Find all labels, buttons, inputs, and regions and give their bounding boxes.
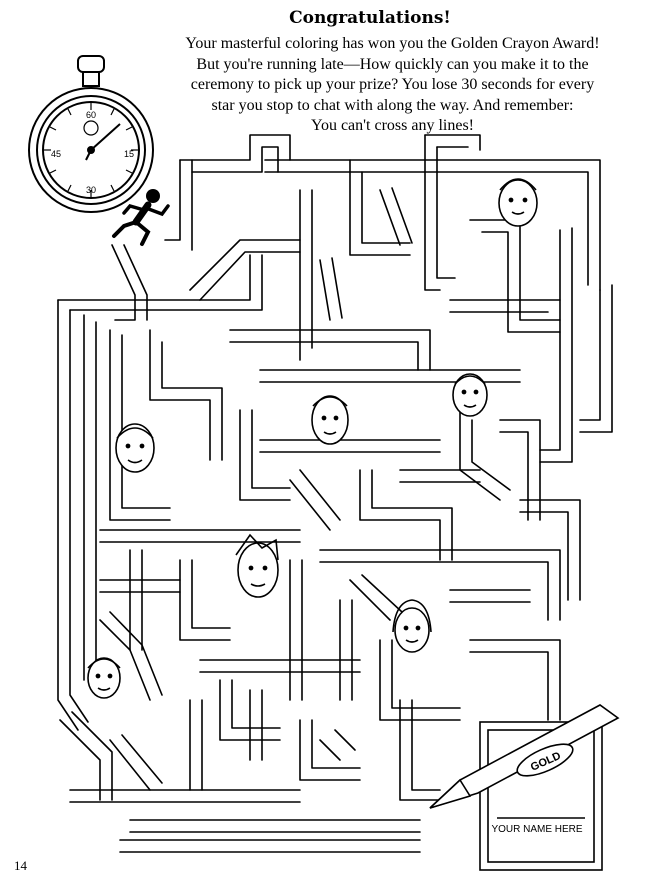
stopwatch-label-60: 60 [86,110,96,120]
page-number: 14 [14,858,27,873]
star-face-icon [452,373,488,417]
star-face-icon [311,395,349,445]
stopwatch-icon [28,55,154,213]
stopwatch-label-30: 30 [86,185,96,195]
page-title: Congratulations! [289,8,451,28]
instructions: Your masterful coloring has won you the … [140,34,645,137]
maze-paths [57,134,613,853]
award-name-line: YOUR NAME HERE [491,824,582,835]
running-figure-icon [112,189,170,246]
star-face-icon [87,657,121,699]
stopwatch-label-15: 15 [124,149,134,159]
stopwatch-label-45: 45 [51,149,61,159]
star-face-icon [235,533,279,598]
instruction-line: Your masterful coloring has won you the … [185,35,600,52]
instruction-line: ceremony to pick up your prize? You lose… [190,76,595,93]
star-face-icon [498,178,538,227]
crayon-icon [429,704,620,809]
star-face-icon [115,423,155,473]
star-face-icon [392,599,432,653]
instruction-line: star you stop to chat with along the way… [211,96,574,114]
instruction-line: But you're running late—How quickly can … [196,55,589,73]
instruction-line: You can't cross any lines! [310,117,474,134]
